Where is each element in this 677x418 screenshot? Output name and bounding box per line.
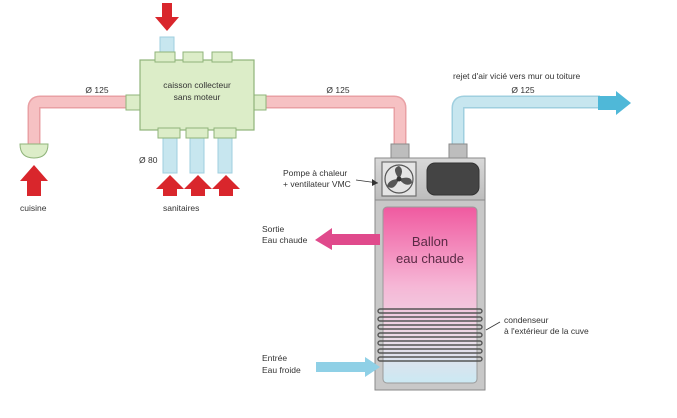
kitchen-hood — [19, 143, 49, 159]
exhaust-duct — [451, 95, 600, 145]
sanitary-air-arrow-1 — [156, 175, 184, 196]
tank-water — [382, 206, 478, 384]
cold-water-label-line2: Eau froide — [262, 365, 301, 375]
sanitary-air-arrow-2 — [184, 175, 212, 196]
warm-duct-left — [27, 95, 140, 145]
caisson-stub-2 — [189, 132, 205, 174]
outlet-diameter: Ø 125 — [511, 85, 534, 95]
caisson-label-line2: sans moteur — [174, 92, 221, 102]
condenser-pointer — [485, 321, 501, 331]
caisson-stub-1 — [162, 132, 178, 174]
duct-right-diameter: Ø 125 — [326, 85, 349, 95]
caisson-collecteur — [139, 51, 255, 139]
top-air-inlet-arrow — [155, 3, 179, 31]
unit-top-connector-left — [390, 143, 410, 159]
cold-water-label-line1: Entrée — [262, 353, 287, 363]
hot-water-label-line1: Sortie — [262, 224, 284, 234]
hot-water-label-line2: Eau chaude — [262, 235, 308, 245]
hot-water-arrow — [315, 228, 380, 250]
fan-icon — [381, 161, 417, 197]
duct-collar-left — [125, 94, 141, 111]
unit-top-connector-right — [448, 143, 468, 159]
tank-label-line1: Ballon — [412, 234, 448, 249]
warm-duct-right — [262, 95, 407, 145]
outlet-label: rejet d'air vicié vers mur ou toiture — [453, 71, 581, 81]
sanitary-air-arrow-3 — [212, 175, 240, 196]
caisson-label-line1: caisson collecteur — [163, 80, 231, 90]
sanitary-label: sanitaires — [163, 203, 199, 213]
heatpump-pointer-head — [372, 179, 378, 186]
compressor-block — [426, 162, 480, 196]
tank-label-line2: eau chaude — [396, 251, 464, 266]
kitchen-air-arrow — [20, 165, 48, 196]
condenser-label-line1: condenseur — [504, 315, 549, 325]
small-duct-diameter: Ø 80 — [139, 155, 158, 165]
condenser-label-line2: à l'extérieur de la cuve — [504, 326, 589, 336]
heatpump-label-line2: + ventilateur VMC — [283, 179, 351, 189]
kitchen-label: cuisine — [20, 203, 47, 213]
cold-water-arrow — [316, 357, 380, 377]
condenser-coil — [377, 308, 483, 362]
heatpump-label-line1: Pompe à chaleur — [283, 168, 347, 178]
caisson-stub-3 — [217, 132, 233, 174]
duct-left-diameter: Ø 125 — [85, 85, 108, 95]
exhaust-arrow — [598, 91, 631, 115]
